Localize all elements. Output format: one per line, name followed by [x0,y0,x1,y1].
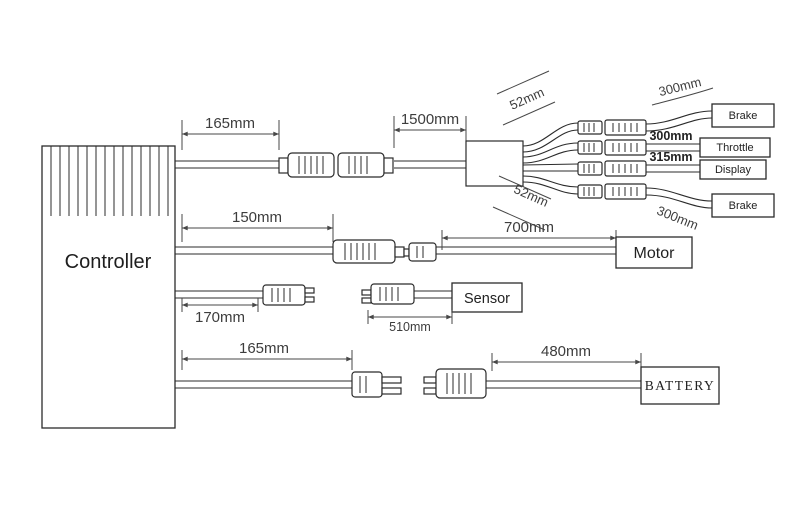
dim-label-170: 170mm [195,309,245,326]
branch-connector-brake-bottom [577,183,647,200]
battery-male-connector [351,371,402,398]
sensor-label: Sensor [464,291,510,307]
branch-brake-top: 300mm Brake [645,74,775,132]
dim-display-1500: 1500mm [393,111,467,148]
branch-display: 315mm Display [646,150,767,180]
motor-cable-run: 150mm 700mm Motor [175,209,693,269]
dim-display-165: 165mm [181,115,280,150]
brake-top-box [711,103,775,128]
branch-connector-brake-top [577,119,647,136]
dim-label-165-bottom: 165mm [239,340,289,357]
brake-bottom-label: Brake [729,200,758,212]
dim-label-1500: 1500mm [401,111,459,128]
controller-fins [50,146,169,216]
branch-connector-display [577,160,647,177]
splitter-boot [465,140,524,187]
dim-label-480: 480mm [541,343,591,360]
battery-cable-run: 165mm 480mm BATTERY [175,340,720,405]
battery-female-connector [423,368,487,399]
sensor-inline-connector [262,284,315,306]
throttle-box [699,137,771,158]
dim-label-300-throttle: 300mm [649,129,692,143]
dim-sensor-170: 170mm [181,298,259,326]
dim-battery-165: 165mm [181,340,353,370]
dim-label-510: 510mm [389,320,431,334]
brake-top-label: Brake [729,110,758,122]
dim-motor-700: 700mm [441,219,617,250]
fan-dim-top: 52mm [496,70,556,126]
sensor-assembly: Sensor 510mm [361,282,523,334]
display-label: Display [715,164,752,176]
dim-label-150: 150mm [232,209,282,226]
motor-label: Motor [634,245,676,262]
battery-box [640,366,720,405]
motor-inline-connector [332,239,437,264]
brake-bottom-box [711,193,775,218]
dim-motor-150: 150mm [181,209,334,242]
battery-label: BATTERY [645,378,716,393]
display-inline-connector-pair [278,152,394,178]
motor-box [615,236,693,269]
fan-wires [522,122,579,195]
dim-label-300-bottom: 300mm [655,203,701,233]
dim-sensor-510: 510mm [367,310,453,334]
sensor-cable-run: 170mm Sensor 510mm [175,282,523,334]
branch-throttle: 300mm Throttle [646,129,771,158]
dim-label-300-top: 300mm [657,74,703,99]
controller-label: Controller [65,251,152,273]
dim-label-315-display: 315mm [649,150,692,164]
dim-label-700: 700mm [504,219,554,236]
dim-label-165-top: 165mm [205,115,255,132]
sensor-box [451,282,523,313]
controller-outline [41,145,176,429]
throttle-label: Throttle [716,142,753,154]
branch-connector-throttle [577,139,647,156]
display-box [699,159,767,180]
controller-box: Controller [41,145,176,429]
branch-brake-bottom: 300mm Brake [645,187,775,233]
dim-battery-480: 480mm [491,343,642,371]
